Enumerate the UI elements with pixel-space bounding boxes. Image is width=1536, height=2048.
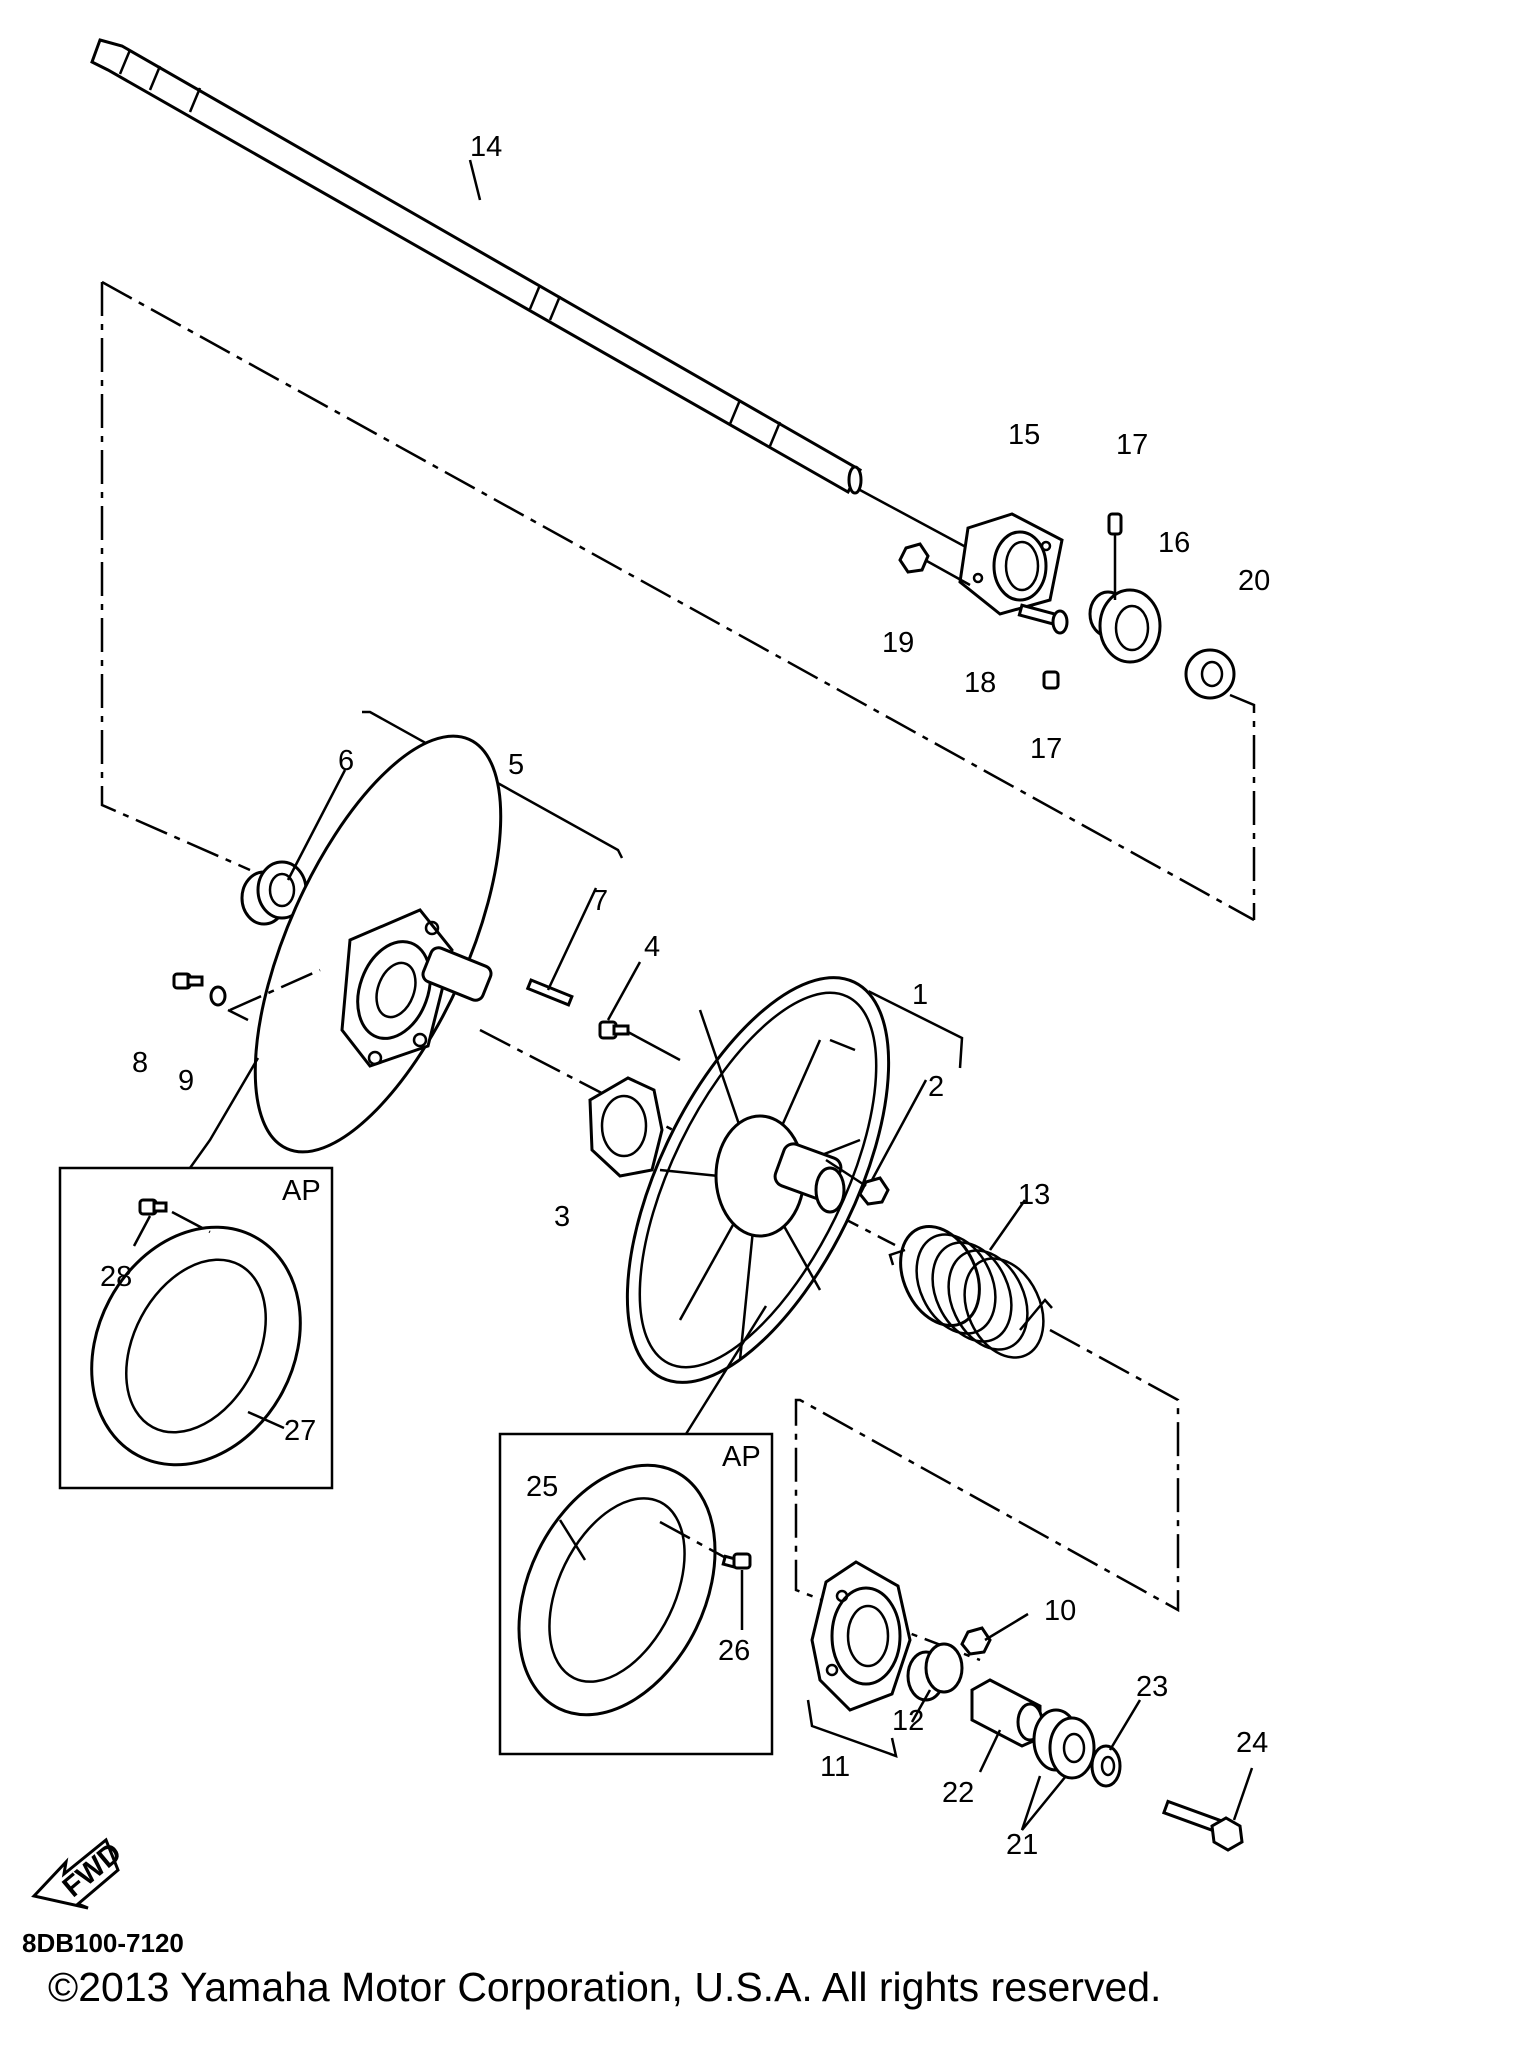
label-part-1: 1 bbox=[912, 979, 928, 1011]
label-part-25: 25 bbox=[526, 1471, 558, 1503]
copyright-notice: ©2013 Yamaha Motor Corporation, U.S.A. A… bbox=[48, 1964, 1162, 2010]
label-part-4: 4 bbox=[644, 931, 660, 963]
movable-sheave-part-1 bbox=[625, 976, 891, 1384]
nut-part-10 bbox=[960, 1626, 992, 1656]
label-part-5: 5 bbox=[508, 749, 524, 781]
nut-part-19 bbox=[898, 542, 930, 574]
sleeve-part-22 bbox=[970, 1678, 1044, 1748]
label-part-15: 15 bbox=[1008, 419, 1040, 451]
bolt-part-18 bbox=[1017, 603, 1069, 635]
label-part-22: 22 bbox=[942, 1777, 974, 1809]
label-part-8: 8 bbox=[132, 1047, 148, 1079]
label-part-21: 21 bbox=[1006, 1829, 1038, 1861]
bolt-part-4 bbox=[598, 1020, 630, 1040]
assembly-line-right bbox=[1229, 693, 1256, 920]
washer-part-23 bbox=[1090, 1744, 1122, 1788]
fixed-sheave-part-5 bbox=[253, 734, 503, 1154]
gasket-part-3 bbox=[588, 1076, 664, 1178]
bushing-part-6 bbox=[240, 860, 308, 926]
diagram-code: 8DB100-7120 bbox=[22, 1928, 184, 1958]
assembly-line-lower bbox=[794, 1328, 1180, 1662]
fwd-direction-arrow bbox=[31, 1837, 120, 1910]
label-part-14: 14 bbox=[470, 131, 502, 163]
label-part-12: 12 bbox=[892, 1705, 924, 1737]
bolt-part-8 bbox=[172, 972, 204, 990]
nut-part-2 bbox=[858, 1176, 890, 1206]
label-part-2: 2 bbox=[928, 1071, 944, 1103]
label-part-26: 26 bbox=[718, 1635, 750, 1667]
roller-part-21 bbox=[1032, 1708, 1096, 1780]
assembly-line-shaft bbox=[100, 282, 251, 872]
label-part-9: 9 bbox=[178, 1065, 194, 1097]
label-part-20: 20 bbox=[1238, 565, 1270, 597]
spring-part-13 bbox=[888, 1224, 1053, 1359]
label-part-6: 6 bbox=[338, 745, 354, 777]
ap-inset-right bbox=[498, 1305, 774, 1756]
shaft-part-14 bbox=[90, 38, 863, 495]
set-screw-part-17-upper bbox=[1107, 512, 1123, 600]
bearing-part-16 bbox=[1088, 588, 1162, 664]
label-part-10: 10 bbox=[1044, 1595, 1076, 1627]
label-part-17-lower: 17 bbox=[1030, 733, 1062, 765]
set-screw-part-17-lower bbox=[1042, 670, 1060, 690]
label-part-28: 28 bbox=[100, 1261, 132, 1293]
label-part-3: 3 bbox=[554, 1201, 570, 1233]
label-part-11: 11 bbox=[820, 1751, 850, 1783]
bearing-housing-part-15 bbox=[958, 512, 1064, 616]
label-part-17-upper: 17 bbox=[1116, 429, 1148, 461]
washer-part-9 bbox=[209, 985, 227, 1007]
ap-label-right: AP bbox=[722, 1441, 761, 1473]
bushing-part-12 bbox=[906, 1642, 964, 1702]
ap-inset-left bbox=[58, 1057, 334, 1490]
bracket-part-11 bbox=[806, 1699, 898, 1758]
cam-part-11 bbox=[810, 1560, 912, 1712]
label-part-24: 24 bbox=[1236, 1727, 1268, 1759]
part-labels: 1 2 3 4 5 6 7 8 9 10 11 12 13 14 15 16 1… bbox=[100, 131, 1270, 1861]
label-part-16: 16 bbox=[1158, 527, 1190, 559]
bolt-part-24 bbox=[1161, 1799, 1244, 1852]
label-part-23: 23 bbox=[1136, 1671, 1168, 1703]
label-part-27: 27 bbox=[284, 1415, 316, 1447]
label-part-18: 18 bbox=[964, 667, 996, 699]
label-part-13: 13 bbox=[1018, 1179, 1050, 1211]
washer-part-20 bbox=[1184, 648, 1236, 700]
stud-part-7 bbox=[525, 978, 574, 1007]
label-part-7: 7 bbox=[592, 885, 608, 917]
ap-label-left: AP bbox=[282, 1175, 321, 1207]
label-part-19: 19 bbox=[882, 627, 914, 659]
